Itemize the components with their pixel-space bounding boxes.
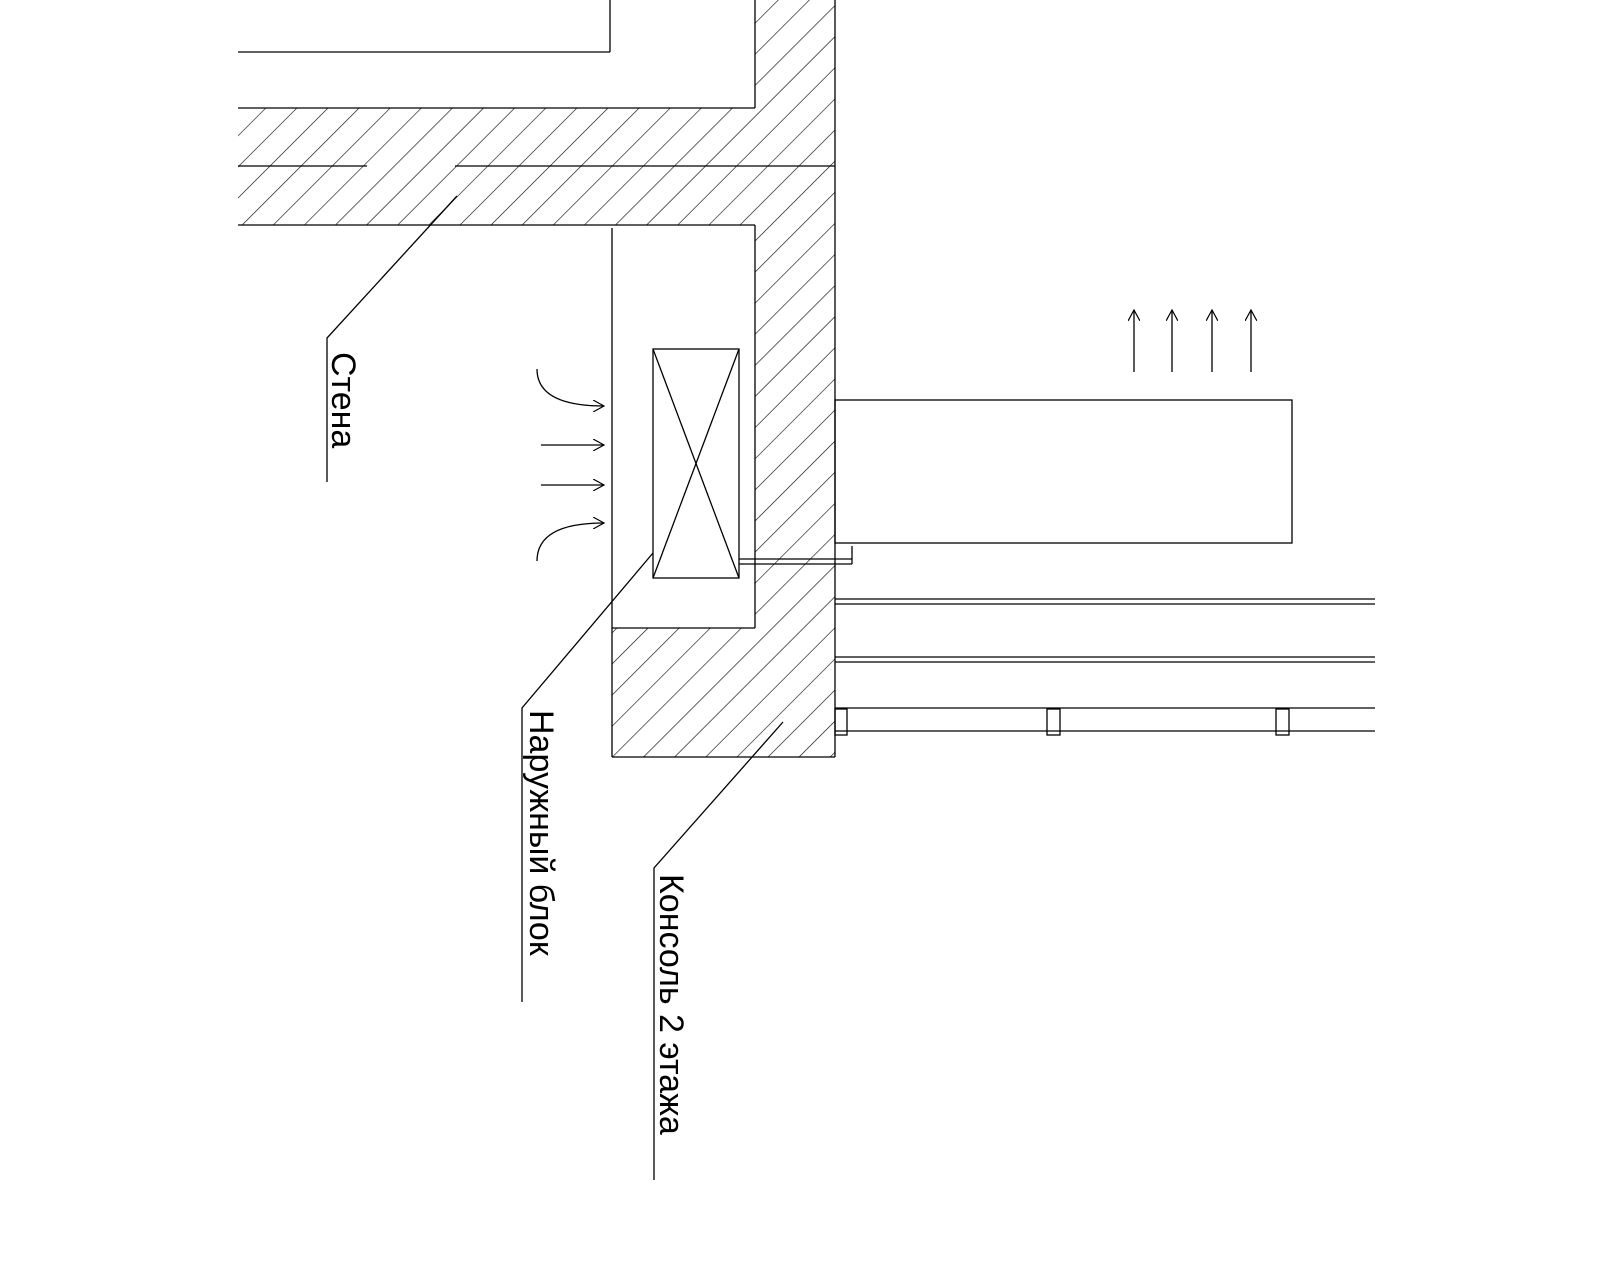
- beam-clip: [1275, 708, 1290, 736]
- refrigerant-pipe: [739, 546, 853, 565]
- up-arrows-icon: [1134, 310, 1251, 372]
- intake-arrows-icon: [536, 368, 604, 562]
- console-label: Консоль 2 этажа: [652, 874, 690, 1135]
- hatched-wall: [238, 0, 835, 757]
- floor-lines: [834, 598, 1375, 736]
- wall-structure: [238, 0, 836, 757]
- indoor-unit: [834, 399, 1293, 544]
- beam-clip: [1046, 708, 1061, 736]
- beam-clip: [834, 708, 848, 736]
- wall-label: Стена: [324, 352, 362, 448]
- unit-niche: [611, 228, 835, 758]
- upper-room-outline: [238, 0, 611, 53]
- leader-lines: [326, 195, 784, 1180]
- outdoor-unit-label: Наружный блок: [522, 710, 560, 957]
- outdoor-unit: [652, 348, 740, 579]
